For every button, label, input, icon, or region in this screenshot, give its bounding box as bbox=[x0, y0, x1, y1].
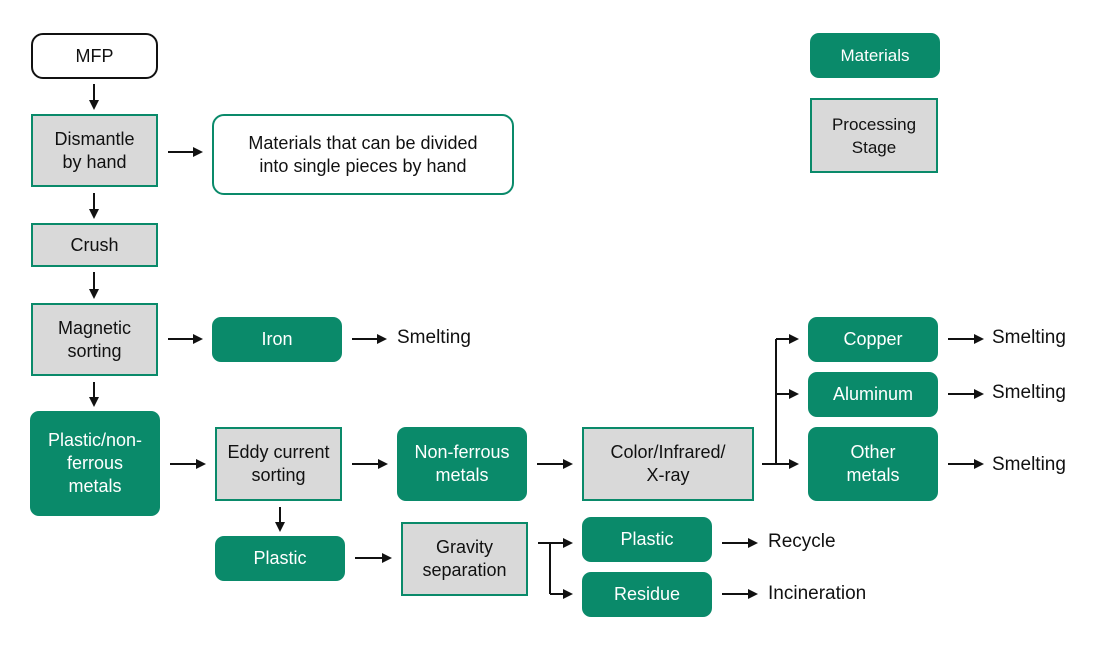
other-metals-node: Other metals bbox=[808, 427, 938, 501]
nonferrous-metals-node: Non-ferrous metals bbox=[397, 427, 527, 501]
plastic-nonferrous-metals-node: Plastic/non- ferrous metals bbox=[30, 411, 160, 516]
copper-node: Copper bbox=[808, 317, 938, 362]
gravity-separation-stage: Gravity separation bbox=[401, 522, 528, 596]
crush-stage: Crush bbox=[31, 223, 158, 267]
magnetic-sorting-stage: Magnetic sorting bbox=[31, 303, 158, 376]
mfp-node: MFP bbox=[31, 33, 158, 79]
copper-smelting-label: Smelting bbox=[992, 327, 1066, 348]
incineration-label: Incineration bbox=[768, 583, 867, 604]
plastic-node: Plastic bbox=[215, 536, 345, 581]
color-infrared-xray-stage: Color/Infrared/ X-ray bbox=[582, 427, 754, 501]
dismantle-by-hand-stage: Dismantle by hand bbox=[31, 114, 158, 187]
legend-materials-box: Materials bbox=[810, 33, 940, 78]
recycle-label: Recycle bbox=[768, 531, 836, 552]
other-metals-smelting-label: Smelting bbox=[992, 454, 1066, 475]
iron-node: Iron bbox=[212, 317, 342, 362]
plastic-output-node: Plastic bbox=[582, 517, 712, 562]
residue-node: Residue bbox=[582, 572, 712, 617]
aluminum-smelting-label: Smelting bbox=[992, 382, 1066, 403]
legend-processing-stage-box: Processing Stage bbox=[810, 98, 938, 173]
eddy-current-sorting-stage: Eddy current sorting bbox=[215, 427, 342, 501]
aluminum-node: Aluminum bbox=[808, 372, 938, 417]
iron-smelting-label: Smelting bbox=[397, 327, 471, 348]
hand-divisible-materials-node: Materials that can be divided into singl… bbox=[212, 114, 514, 195]
